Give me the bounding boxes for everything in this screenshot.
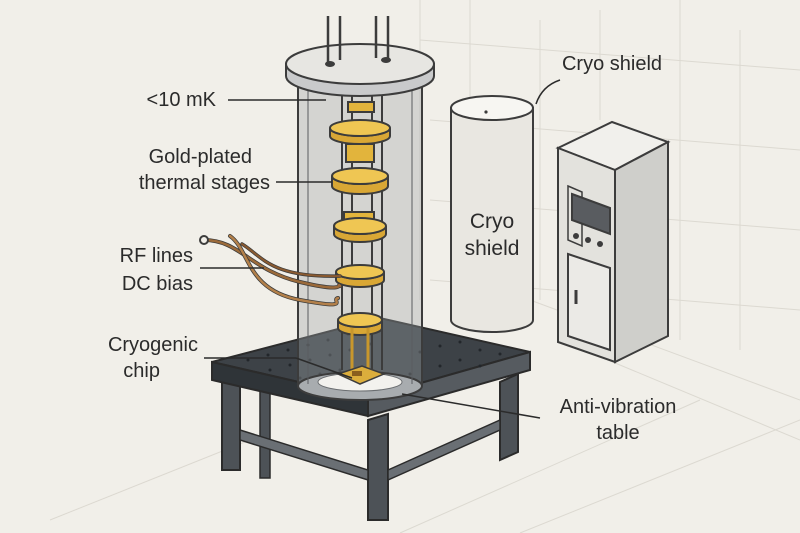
label-shield-body-1: Cryo [470, 210, 514, 233]
label-rf-lines: RF lines [120, 245, 193, 267]
label-chip-2: chip [123, 360, 160, 382]
leader-table-a [401, 393, 541, 419]
labels: <10 mK Gold-plated thermal stages RF lin… [108, 53, 676, 444]
cryo-shield-cylinder [450, 95, 534, 333]
label-table-1: Anti-vibration [560, 396, 677, 418]
leader-lines [200, 79, 561, 419]
label-shield-body-2: shield [465, 237, 520, 260]
label-temperature: <10 mK [147, 89, 217, 111]
rf-dc-cables [199, 234, 342, 307]
label-table-2: table [596, 422, 639, 444]
label-chip-1: Cryogenic [108, 334, 198, 356]
gold-thermal-stages [329, 101, 391, 372]
top-lid [285, 16, 435, 97]
control-cabinet [555, 120, 671, 364]
leader-shield [535, 79, 561, 105]
cryogenic-chip [335, 365, 387, 385]
label-cryo-shield: Cryo shield [562, 53, 662, 75]
label-stages-1: Gold-plated [149, 146, 252, 168]
leader-chip-b [295, 357, 353, 379]
label-stages-2: thermal stages [139, 172, 270, 194]
label-dc-bias: DC bias [122, 273, 193, 295]
